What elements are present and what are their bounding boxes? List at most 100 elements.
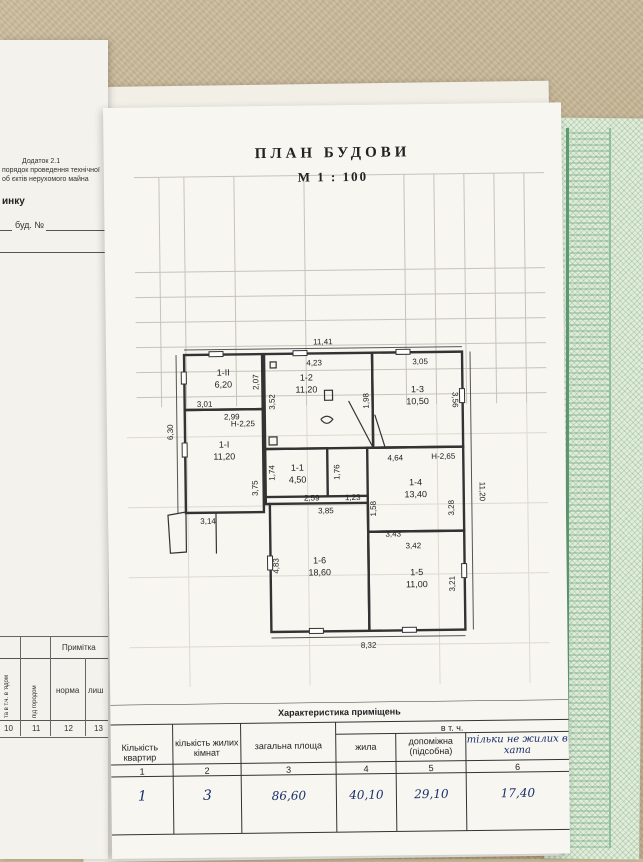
- dim: 3,01: [197, 400, 213, 409]
- left-page: Додаток 2.1 порядок проведення технічної…: [0, 40, 108, 859]
- col-b: під городом: [32, 668, 38, 718]
- left-page-heading: инку: [2, 196, 25, 207]
- window: [209, 352, 223, 357]
- dim-right-total: 11,20: [478, 482, 487, 502]
- room-area: 4,50: [289, 475, 307, 485]
- room-area: 11,00: [406, 579, 428, 589]
- dim: 3,75: [251, 480, 260, 496]
- window: [181, 372, 186, 384]
- room-id: 1-ІІ: [217, 367, 230, 377]
- col-num: 11: [32, 724, 40, 733]
- underline: [0, 252, 108, 253]
- col-number: 3: [241, 764, 336, 775]
- header-handwritten: тільки не жилих в хата: [466, 733, 569, 756]
- col-norma: норма: [56, 686, 79, 695]
- room-id: 1-2: [300, 372, 313, 382]
- dim: 1,58: [369, 500, 378, 516]
- dim: 1,98: [361, 392, 370, 408]
- table-line: [0, 720, 108, 721]
- header-living: жила: [336, 741, 396, 752]
- header-rooms: кількість жилих кімнат: [173, 737, 241, 758]
- room-area: 13,40: [404, 489, 427, 499]
- appendix-label: Додаток 2.1: [22, 158, 60, 165]
- window: [396, 349, 410, 354]
- col-num: 13: [94, 724, 103, 733]
- bud-label: буд. №: [15, 220, 44, 230]
- col-lishok: лиш: [88, 686, 104, 695]
- dim: 3,85: [318, 506, 334, 515]
- left-page-line1: порядок проведення технічної: [2, 167, 100, 174]
- room-area: 11,20: [213, 451, 235, 461]
- dim: 4,64: [387, 453, 403, 462]
- dim: 2,59: [304, 493, 320, 502]
- dim: 1,23: [345, 493, 361, 502]
- dim-line-bottom: [271, 636, 465, 638]
- value-rooms: 3: [173, 787, 241, 804]
- col-num: 10: [4, 724, 13, 733]
- table-col: [20, 636, 21, 736]
- left-page-line2: об єктів нерухомого майна: [2, 176, 89, 183]
- dim: 3,42: [406, 541, 422, 550]
- underline: [46, 230, 108, 231]
- underline: [0, 230, 12, 231]
- col-number: 6: [466, 761, 569, 772]
- room-id: 1-4: [409, 477, 422, 487]
- room-area: 6,20: [215, 379, 233, 389]
- col-a: та в т.ч. в 'ядом: [4, 662, 10, 718]
- dim: 3,28: [447, 499, 456, 515]
- col-number: 4: [336, 763, 396, 774]
- room-id: 1-І: [219, 439, 230, 449]
- porch: [168, 512, 186, 553]
- dim: 3,21: [448, 575, 457, 591]
- certificate-border: [566, 128, 611, 848]
- note-header: Примітка: [62, 643, 96, 652]
- window: [402, 627, 416, 632]
- room-area: 11,20: [295, 384, 317, 394]
- window: [309, 628, 323, 633]
- dim: 3,14: [200, 517, 216, 526]
- entry-line: [216, 512, 217, 554]
- dim: 4,23: [306, 358, 322, 367]
- vent: [270, 362, 276, 368]
- dim-bottom-total: 8,32: [361, 641, 377, 650]
- col-num: 12: [64, 724, 73, 733]
- dim: 3,52: [268, 394, 277, 410]
- floor-plan: 11,41 8,32 11,20 6,30 2,07 3,01 2,99 4,2…: [103, 102, 569, 728]
- dim-line-top: [184, 347, 462, 350]
- window: [293, 351, 307, 356]
- table-col: [85, 658, 86, 736]
- room-area: 18,60: [308, 567, 331, 577]
- room-id: 1-3: [411, 384, 424, 394]
- room-id: 1-5: [410, 567, 423, 577]
- plan-page: ПЛАН БУДОВИ М 1 : 100: [103, 102, 570, 859]
- value-auxiliary-area: 29,10: [396, 787, 466, 802]
- col-number: 1: [111, 766, 173, 777]
- dim-line-right: [470, 352, 473, 630]
- dim: 1,76: [332, 464, 341, 480]
- value-total-area: 86,60: [241, 788, 336, 803]
- dim: 3,43: [385, 529, 401, 538]
- header-total-area: загальна площа: [241, 740, 336, 751]
- height-mark: Н-2,65: [431, 452, 456, 461]
- dim: 1,74: [267, 465, 276, 481]
- dim: 2,07: [251, 374, 260, 390]
- stove: [324, 390, 332, 400]
- dim: 4,83: [272, 558, 281, 574]
- dim-line-left: [176, 355, 178, 513]
- dim-top-total: 11,41: [313, 337, 333, 346]
- value-nonliving-area: 17,40: [466, 785, 569, 800]
- header-apartments: Кількість квартир: [107, 742, 173, 763]
- room-area: 10,50: [406, 396, 429, 406]
- value-apartments: 1: [111, 788, 173, 805]
- room-id: 1-1: [291, 463, 304, 473]
- boiler: [321, 416, 333, 423]
- window: [182, 443, 187, 457]
- dim: 3,56: [450, 392, 459, 408]
- table-line: [0, 658, 108, 659]
- dim: 3,05: [412, 357, 428, 366]
- window: [462, 564, 467, 578]
- col-number: 2: [173, 765, 241, 776]
- dim-left-height: 6,30: [166, 424, 175, 440]
- col-number: 5: [396, 763, 466, 774]
- vent: [269, 437, 277, 445]
